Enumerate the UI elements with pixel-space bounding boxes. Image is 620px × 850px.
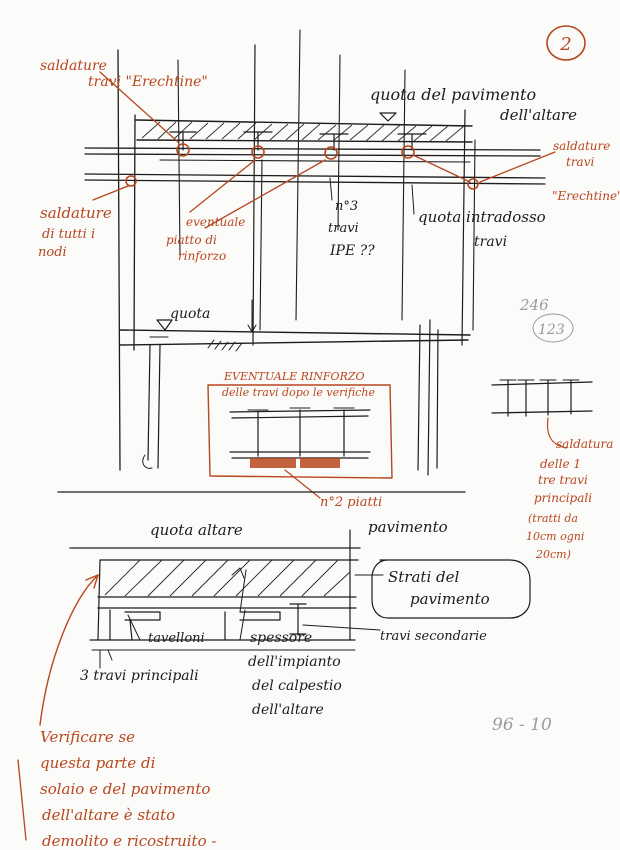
note-line: "Erechtine" xyxy=(552,189,620,203)
pavimento-label: pavimento xyxy=(368,518,448,536)
note-line: saldature xyxy=(553,139,610,153)
strati-note-line: Strati del xyxy=(388,568,459,586)
note-line: (tratti da xyxy=(528,512,578,525)
note-line: dell'altare è stato xyxy=(42,806,175,824)
pencil-reference: 96 - 10 xyxy=(492,715,552,735)
strati-note-line: pavimento xyxy=(410,590,490,608)
note-line: rinforzo xyxy=(178,249,226,263)
bottom-red-arrow xyxy=(17,574,99,841)
pencil-number: 123 xyxy=(538,322,565,338)
pencil-number: 246 xyxy=(519,296,549,314)
upper-section-drawing xyxy=(84,29,593,476)
note-line: eventuale xyxy=(186,215,245,229)
bottom-verification-note: Verificare se questa parte di solaio e d… xyxy=(40,728,216,850)
lower-section-labels: quota altare pavimento Strati del pavime… xyxy=(80,518,490,718)
plates-note: n°2 piatti xyxy=(320,495,382,510)
quota-altare-label: quota altare xyxy=(150,521,243,539)
ipe-beams-note: n°3 travi IPE ?? xyxy=(328,199,375,259)
note-line: solaio e del pavimento xyxy=(40,780,210,798)
weld-main-beams-note: saldatura delle 1 tre travi principali (… xyxy=(526,437,613,561)
note-line: IPE ?? xyxy=(329,243,375,259)
plate-reinforcement-note: eventuale piatto di rinforzo xyxy=(166,215,245,263)
note-line: travi xyxy=(328,221,359,236)
quota-intradosso-label: quota intradosso travi xyxy=(418,208,546,250)
quota-pavimento-label: quota del pavimento dell'altare xyxy=(370,85,577,124)
travi-principali-label: 3 travi principali xyxy=(80,668,199,684)
note-line: saldature xyxy=(40,204,112,222)
tavelloni-label: tavelloni xyxy=(148,631,205,646)
beam-detail-right xyxy=(491,379,593,417)
note-line: n°3 xyxy=(335,199,358,214)
spessore-note-line: dell'impianto xyxy=(248,654,341,670)
note-line: saldatura xyxy=(556,437,613,451)
box-title-line: delle travi dopo le verifiche xyxy=(222,386,375,399)
box-title-line: EVENTUALE RINFORZO xyxy=(223,370,365,383)
page-number: 2 xyxy=(559,34,571,55)
note-line: demolito e ricostruito - xyxy=(42,832,216,850)
note-line: di tutti i xyxy=(42,227,95,242)
note-line: Verificare se xyxy=(40,728,135,746)
note-line: tre travi xyxy=(538,473,588,487)
reinforcement-title: EVENTUALE RINFORZO delle travi dopo le v… xyxy=(222,370,375,399)
spessore-note-line: del calpestio xyxy=(252,678,342,694)
label-line: quota intradosso xyxy=(418,208,546,226)
weld-markers xyxy=(92,71,556,229)
label-line: travi xyxy=(474,234,507,250)
page-number-badge: 2 xyxy=(546,25,586,61)
travi-secondarie-label: travi secondarie xyxy=(380,629,487,644)
right-weld-note: saldature travi "Erechtine" xyxy=(552,139,620,203)
top-left-note: saldature travi "Erechtine" xyxy=(40,58,208,90)
lower-section-drawing xyxy=(69,529,531,669)
left-weld-note: saldature di tutti i nodi xyxy=(38,204,112,260)
note-line: travi "Erechtine" xyxy=(88,74,208,90)
note-line: delle 1 xyxy=(540,457,581,471)
reinforcement-box xyxy=(207,384,567,499)
reinforcement-plate-1 xyxy=(250,458,296,468)
note-line: 20cm) xyxy=(535,548,571,561)
pencil-numbers: 246 123 xyxy=(519,296,574,343)
spessore-note-line: dell'altare xyxy=(252,702,324,718)
note-line: piatto di xyxy=(166,233,217,247)
note-line: 10cm ogni xyxy=(526,530,584,543)
note-line: principali xyxy=(534,491,592,505)
label-line: quota del pavimento xyxy=(370,85,536,104)
spessore-note-line: spessore xyxy=(250,630,312,646)
slab-hatching xyxy=(104,559,351,597)
note-line: questa parte di xyxy=(40,754,156,772)
label-line: dell'altare xyxy=(500,106,577,124)
note-line: travi xyxy=(566,155,594,169)
note-line: saldature xyxy=(40,58,107,74)
note-line: nodi xyxy=(38,245,67,260)
reinforcement-plate-2 xyxy=(300,458,340,468)
quota-label: quota xyxy=(170,306,210,322)
